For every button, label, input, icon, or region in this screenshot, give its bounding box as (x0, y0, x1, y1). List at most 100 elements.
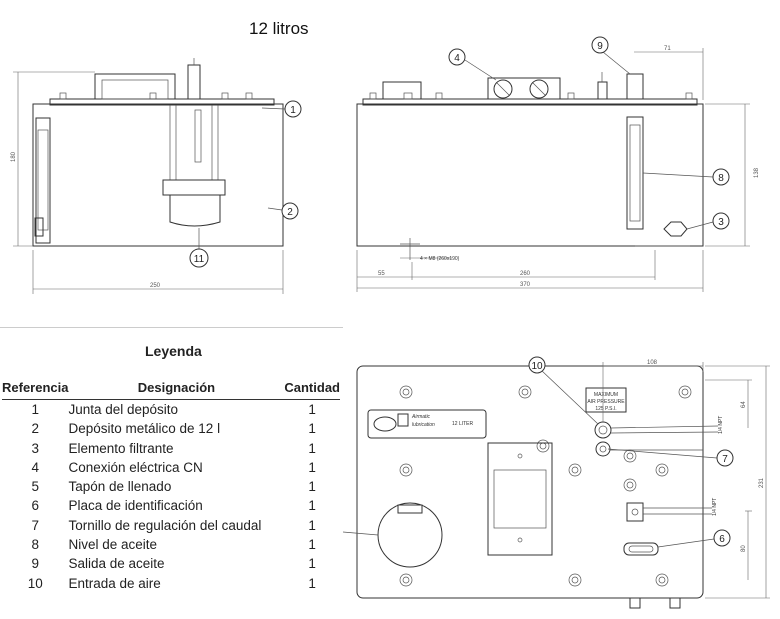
callout-2 (281, 202, 299, 220)
plate-brand-2: lubrication (412, 422, 435, 428)
legend-qty: 1 (308, 575, 316, 591)
legend-ref: 9 (31, 556, 39, 572)
legend-ref: 2 (31, 421, 39, 437)
legend-ref: 4 (31, 459, 39, 475)
legend-header-designation: Designación (68, 380, 285, 400)
legend-designation: Conexión eléctrica CN (68, 459, 203, 475)
legend-designation: Tornillo de regulación del caudal (68, 517, 262, 533)
front-level-gauge (626, 116, 644, 230)
legend-row: 5 Tapón de llenado 1 (2, 477, 340, 496)
callout-7 (716, 449, 734, 467)
legend-designation: Placa de identificación (68, 498, 203, 514)
legend-header-row: Referencia Designación Cantidad (2, 380, 340, 400)
top-bolt-holes (399, 385, 692, 587)
top-plate-outline (356, 365, 704, 599)
legend-ref: 3 (31, 440, 39, 456)
callout-1-label: 1 (290, 105, 296, 116)
callout-9 (591, 36, 609, 54)
legend-qty: 1 (308, 537, 316, 553)
dim-front-total: 370 (520, 282, 531, 288)
callout-11 (189, 248, 209, 268)
callout-7-label: 7 (722, 454, 728, 465)
legend-designation: Junta del depósito (68, 402, 179, 417)
callout-10 (528, 356, 546, 374)
plate-max-2: AIR PRESSURE (587, 399, 625, 405)
legend-row: 2 Depósito metálico de 12 l 1 (2, 419, 340, 438)
dim-top-v1: 64 (741, 401, 747, 408)
page-title: 12 litros (249, 19, 309, 38)
dim-top-v2: 80 (741, 545, 747, 552)
top-oil-outlet (626, 502, 644, 522)
legend-title: Leyenda (145, 343, 202, 359)
legend-header-quantity: Cantidad (284, 380, 340, 400)
top-view: Airmatic lubrication 12 LITER MAXIMUM AI… (342, 356, 770, 609)
dim-front-mid: 260 (520, 271, 531, 277)
plate-brand-1: Airmatic (411, 414, 431, 420)
front-hex-plug (663, 221, 688, 237)
legend-ref: 7 (31, 517, 39, 533)
legend-row: 3 Elemento filtrante 1 (2, 439, 340, 458)
side-tank-body (32, 103, 284, 247)
callout-3 (712, 212, 730, 230)
front-tank-body (356, 103, 704, 247)
legend-table: Referencia Designación Cantidad 1 Junta d… (2, 380, 340, 593)
legend-row: 6 Placa de identificación 1 (2, 496, 340, 515)
front-oil-outlet (626, 73, 644, 100)
legend-header-reference: Referencia (2, 380, 69, 400)
dim-top-width: 108 (647, 360, 658, 366)
dim-front-left: 55 (378, 271, 385, 277)
side-filter-element (169, 194, 221, 227)
plate-max-1: MAXIMUM (594, 392, 618, 398)
legend-designation: Tapón de llenado (68, 479, 172, 495)
callout-4-label: 4 (454, 53, 460, 64)
callout-4 (448, 48, 466, 66)
section-divider (0, 327, 343, 328)
dim-front-right: 71 (664, 46, 671, 52)
dim-front-height: 138 (754, 167, 760, 178)
front-electrical-connector (487, 77, 561, 100)
legend-qty: 1 (308, 556, 316, 572)
legend-designation: Nivel de aceite (68, 537, 158, 553)
legend-qty: 1 (308, 479, 316, 495)
legend-ref: 5 (31, 479, 39, 495)
callout-2-label: 2 (287, 207, 293, 218)
callout-6-label: 6 (719, 534, 725, 545)
side-level-gauge (35, 117, 51, 244)
legend-ref: 8 (31, 537, 39, 553)
plate-max-3: 125 P.S.I. (595, 406, 616, 412)
side-stem (187, 64, 201, 100)
side-filler-cap (94, 73, 176, 100)
top-max-pressure-label (585, 387, 627, 413)
legend-qty: 1 (308, 421, 316, 437)
side-view: 1 2 11 250 180 (11, 58, 302, 294)
callout-1 (284, 100, 302, 118)
callout-9-label: 9 (597, 41, 603, 52)
legend-qty: 1 (308, 440, 316, 456)
top-flow-screw (595, 441, 611, 457)
top-level-window (623, 542, 659, 556)
legend-designation: Entrada de aire (68, 575, 161, 591)
callout-11-label: 11 (194, 254, 205, 265)
legend-row: 4 Conexión eléctrica CN 1 (2, 458, 340, 477)
dim-side-height: 180 (11, 151, 17, 162)
legend-qty: 1 (308, 459, 316, 475)
callout-6 (713, 529, 731, 547)
legend-qty: 1 (308, 498, 316, 514)
dim-top-v3: 231 (759, 477, 765, 488)
legend-designation: Depósito metálico de 12 l (68, 421, 221, 437)
dim-side-width: 250 (150, 283, 161, 289)
legend-ref: 6 (31, 498, 39, 514)
callout-8 (712, 168, 730, 186)
legend-qty: 1 (308, 402, 316, 417)
dim-bolts: 4 × M8 (260x190) (420, 256, 460, 262)
side-filter-top (162, 179, 226, 196)
top-identification-plate (367, 409, 487, 439)
legend-row: 8 Nivel de aceite 1 (2, 535, 340, 554)
callout-8-label: 8 (718, 173, 724, 184)
legend-designation: Elemento filtrante (68, 440, 174, 456)
plate-capacity: 12 LITER (452, 421, 474, 427)
